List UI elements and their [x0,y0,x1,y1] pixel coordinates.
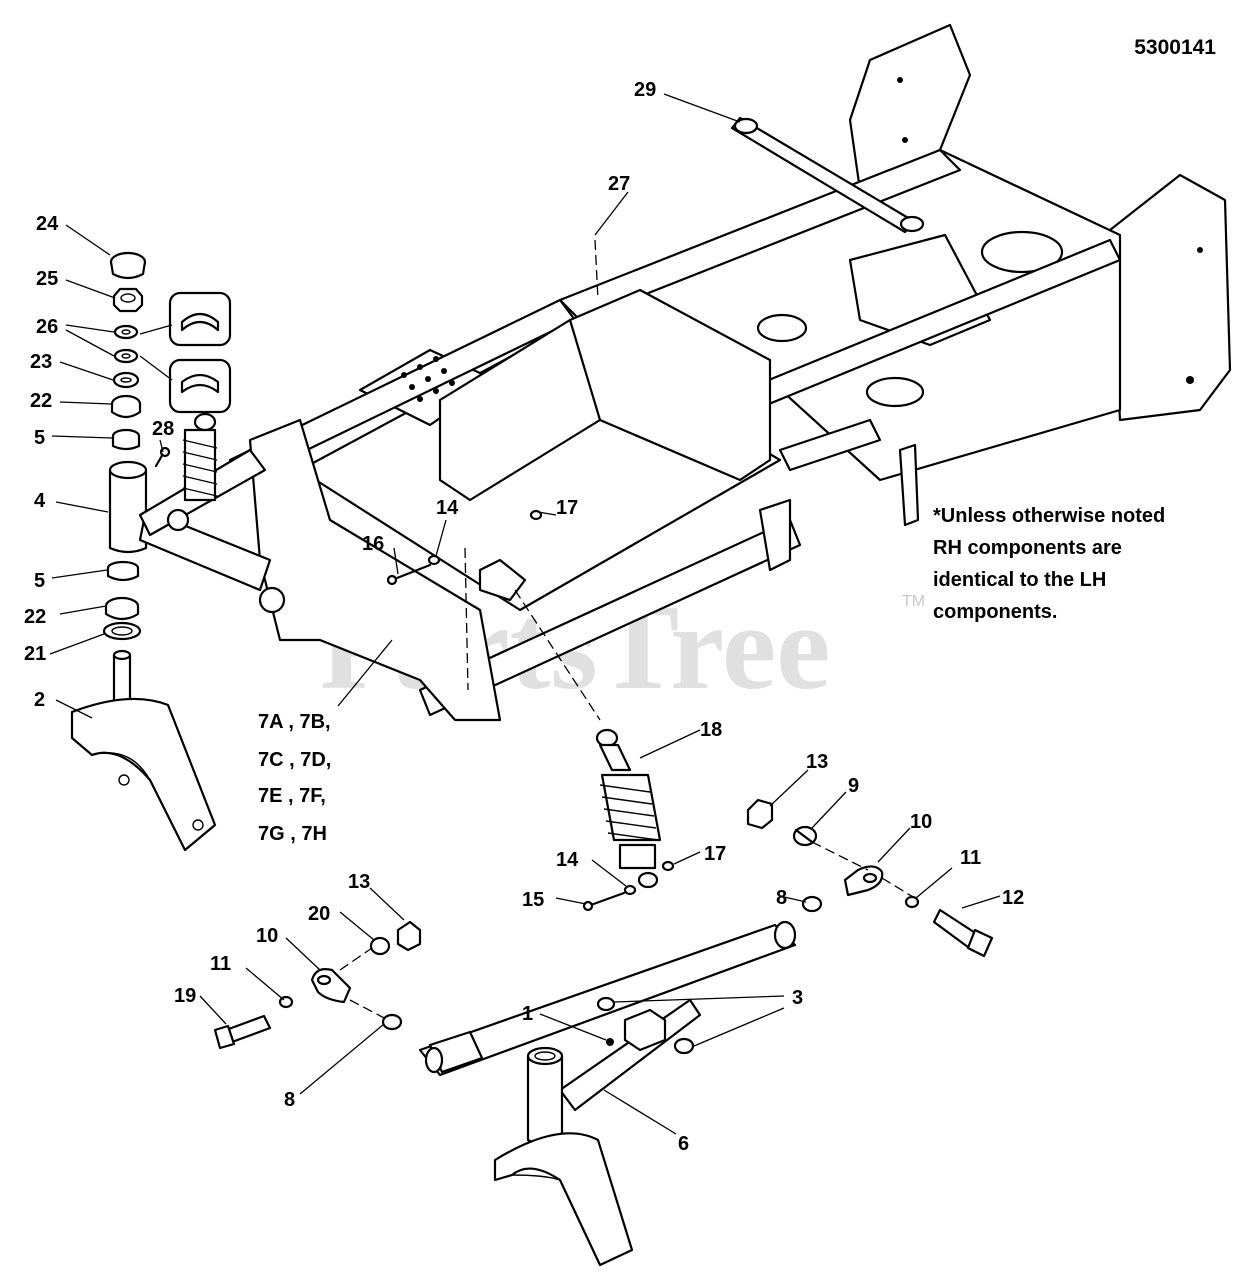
main-frame [228,23,1232,722]
part-label: 24 [36,213,59,235]
part-label: 5 [34,570,45,592]
part-label: 21 [24,643,46,665]
part-label: 13 [348,871,370,893]
part-label: 11 [210,953,231,975]
part-label: 27 [608,173,630,195]
part-label: 9 [848,775,859,797]
front-axle [418,920,797,1267]
note-line-1: *Unless otherwise noted [933,505,1165,527]
part-label: 22 [24,606,46,628]
part-label: 1 [522,1003,533,1025]
part-label: 3 [792,987,803,1009]
part-label: 29 [634,79,656,101]
part-label: 5 [34,427,45,449]
part-label: 6 [678,1133,689,1155]
lh-spindle-assembly [70,251,286,852]
watermark-trademark: TM [902,593,925,610]
part-label: 4 [34,490,46,512]
part-label-7-line-1: 7A , 7B, [258,711,331,733]
note-line-3: identical to the LH [933,569,1106,591]
lh-tie-rod-parts [213,920,422,1050]
part-label: 10 [910,811,932,833]
part-label: 12 [1002,887,1024,909]
part-label: 8 [776,887,787,909]
rh-tie-rod-parts [746,798,994,958]
part-label: 16 [362,533,384,555]
part-label: 22 [30,390,52,412]
part-label: 14 [436,497,459,519]
leader-lines [49,93,1001,1135]
part-label-7-line-3: 7E , 7F, [258,785,326,807]
part-label: 17 [704,843,726,865]
part-label: 15 [522,889,544,911]
part-label: 18 [700,719,722,741]
part-label: 28 [152,418,174,440]
note-line-4: components. [933,601,1057,623]
part-label: 10 [256,925,278,947]
part-label: 23 [30,351,52,373]
part-label: 11 [960,847,981,869]
part-label: 17 [556,497,578,519]
part-label: 26 [36,316,58,338]
part-label: 13 [806,751,828,773]
part-label: 2 [34,689,45,711]
part-label: 19 [174,985,196,1007]
part-label-7-line-4: 7G , 7H [258,823,327,845]
note-line-2: RH components are [933,537,1122,559]
part-label: 25 [36,268,58,290]
part-label: 8 [284,1089,295,1111]
part-label-7-line-2: 7C , 7D, [258,749,331,771]
shock-absorber [386,509,675,912]
part-label: 14 [556,849,579,871]
document-id: 5300141 [1134,36,1216,59]
part-label: 20 [308,903,330,925]
